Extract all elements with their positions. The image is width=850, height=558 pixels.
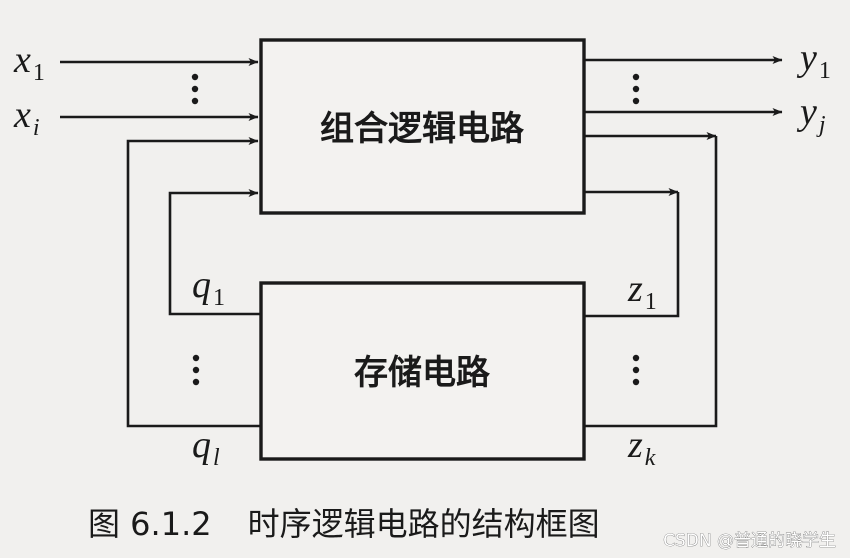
output-yj-label: yj (796, 91, 826, 138)
state-q1-label: q1 (192, 264, 225, 311)
state-ql-label: ql (192, 424, 220, 471)
figure-caption: 图 6.1.2 时序逻辑电路的结构框图 (88, 505, 600, 543)
excitation-ellipsis (632, 354, 640, 386)
figure-title: 时序逻辑电路的结构框图 (248, 505, 600, 543)
watermark-text: CSDN @普通的晓学生 (663, 531, 836, 551)
state-ql-wire (126, 137, 261, 428)
state-q1-wire (168, 189, 261, 316)
input-xi-label: xi (13, 94, 40, 141)
combinational-logic-block (259, 38, 586, 215)
excitation-zk-wire (584, 136, 718, 428)
output-y1-label: y1 (796, 37, 831, 84)
combinational-logic-label: 组合逻辑电路 (320, 109, 525, 149)
excitation-zk-label: zk (627, 424, 656, 471)
storage-label: 存储电路 (354, 353, 491, 393)
excitation-z1-wire (584, 192, 680, 318)
output-ellipsis (632, 73, 640, 105)
state-ellipsis (192, 354, 200, 386)
input-x1-label: x1 (13, 39, 45, 86)
excitation-z1-label: z1 (627, 268, 657, 315)
storage-block (259, 281, 586, 461)
input-ellipsis (191, 73, 199, 105)
figure-number: 图 6.1.2 (88, 505, 212, 543)
